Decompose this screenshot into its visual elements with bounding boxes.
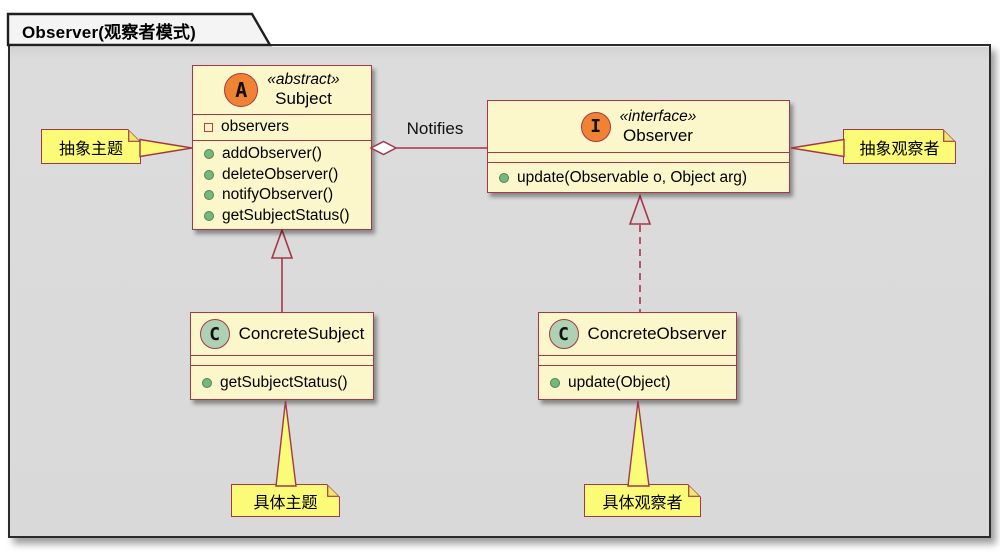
frame-tab-shape	[6, 12, 273, 47]
class-circle-icon: C	[548, 319, 579, 349]
method-label: addObserver()	[222, 145, 322, 163]
concrete-observer-methods: update(Object)	[539, 366, 736, 399]
method-row: deleteObserver()	[193, 165, 371, 186]
note-text: 抽象主题	[58, 140, 123, 158]
field-row: observers	[193, 117, 371, 138]
note-fold-icon	[327, 484, 340, 497]
note-text: 具体观察者	[602, 494, 683, 512]
observer-methods: update(Observable o, Object arg)	[488, 163, 789, 192]
method-dot-icon	[550, 377, 560, 388]
method-label: getSubjectStatus()	[220, 373, 348, 391]
observer-title: «interface» Observer	[620, 108, 697, 145]
method-dot-icon	[204, 169, 214, 180]
note-text: 抽象观察者	[859, 140, 940, 158]
field-square-icon	[204, 122, 213, 132]
note-fold-icon	[128, 129, 141, 142]
interface-circle-icon: I	[580, 111, 611, 142]
method-row: update(Object)	[539, 372, 736, 393]
method-row: update(Observable o, Object arg)	[488, 167, 789, 188]
observer-header: I «interface» Observer	[488, 101, 789, 153]
observer-stereotype: «interface»	[619, 107, 697, 125]
concrete-subject-header: C ConcreteSubject	[191, 313, 373, 356]
frame-title: Observer(观察者模式)	[22, 23, 196, 42]
method-dot-icon	[204, 149, 214, 160]
class-box-concrete-observer: C ConcreteObserver update(Object)	[538, 312, 737, 400]
subject-fields: observers	[193, 115, 371, 141]
method-label: deleteObserver()	[222, 165, 339, 183]
subject-stereotype: «abstract»	[267, 71, 340, 89]
subject-name: Subject	[275, 89, 332, 108]
concrete-subject-empty-fields	[191, 356, 373, 366]
method-row: getSubjectStatus()	[191, 372, 373, 393]
method-row: notifyObserver()	[193, 185, 371, 206]
interface-letter: I	[590, 116, 602, 137]
concrete-subject-methods: getSubjectStatus()	[191, 366, 373, 399]
concrete-subject-name: ConcreteSubject	[238, 324, 365, 343]
note-abstract-subject: 抽象主题	[41, 129, 141, 164]
abstract-circle-icon: A	[224, 72, 259, 107]
observer-empty-fields	[488, 153, 789, 163]
frame-tab	[6, 12, 273, 47]
field-label: observers	[221, 118, 290, 136]
concrete-observer-header: C ConcreteObserver	[539, 313, 736, 356]
note-concrete-subject: 具体主题	[231, 484, 340, 517]
method-label: update(Object)	[568, 373, 671, 391]
method-dot-icon	[499, 172, 509, 183]
method-label: getSubjectStatus()	[222, 206, 350, 224]
class-letter: C	[209, 323, 221, 345]
subject-header: A «abstract» Subject	[193, 66, 371, 115]
method-label: notifyObserver()	[222, 186, 334, 204]
method-dot-icon	[202, 377, 212, 388]
method-dot-icon	[204, 190, 214, 201]
subject-methods: addObserver() deleteObserver() notifyObs…	[193, 141, 371, 229]
subject-title: «abstract» Subject	[267, 71, 339, 108]
class-box-concrete-subject: C ConcreteSubject getSubjectStatus()	[190, 312, 374, 400]
class-circle-icon: C	[199, 319, 230, 349]
association-label: Notifies	[406, 119, 464, 138]
concrete-observer-empty-fields	[539, 356, 736, 366]
class-letter: C	[558, 323, 569, 345]
method-dot-icon	[204, 210, 214, 221]
note-concrete-observer: 具体观察者	[584, 484, 701, 517]
class-box-observer: I «interface» Observer update(Observable…	[487, 100, 790, 193]
note-abstract-observer: 抽象观察者	[843, 129, 956, 164]
method-label: update(Observable o, Object arg)	[517, 168, 748, 186]
method-row: getSubjectStatus()	[193, 206, 371, 227]
method-row: addObserver()	[193, 144, 371, 165]
concrete-observer-name: ConcreteObserver	[587, 324, 727, 343]
note-text: 具体主题	[253, 494, 318, 512]
class-box-subject: A «abstract» Subject observers addObserv…	[192, 65, 372, 230]
abstract-letter: A	[235, 77, 248, 102]
observer-name: Observer	[623, 125, 693, 145]
